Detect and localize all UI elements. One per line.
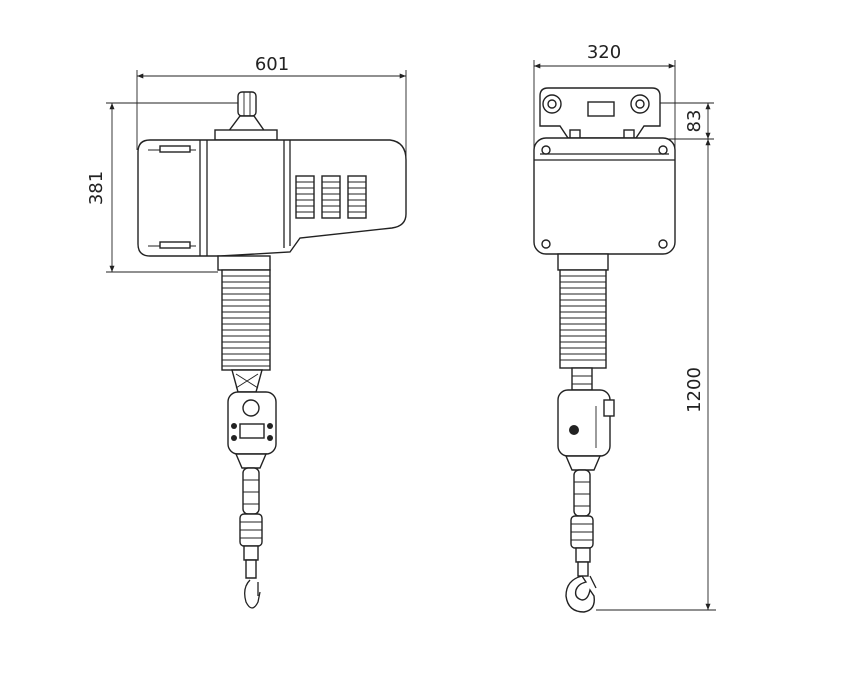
front-width-label: 320 <box>587 42 621 63</box>
hoist-housing-front <box>533 137 676 255</box>
dimension-total-height: 1200 <box>596 139 716 611</box>
hoist-housing-side <box>137 139 407 257</box>
dimension-front-width: 320 <box>533 42 676 150</box>
trolley-front <box>539 87 661 139</box>
trolley-height-label: 83 <box>684 110 705 133</box>
bellows-side <box>217 255 271 393</box>
hook-side <box>243 545 261 609</box>
cooling-vents <box>295 175 367 219</box>
total-height-label: 1200 <box>684 367 705 413</box>
side-height-label: 381 <box>86 171 107 205</box>
side-width-label: 601 <box>255 54 289 75</box>
control-handle-front <box>557 389 615 549</box>
dimension-side-height: 381 <box>86 102 243 273</box>
control-handle-side <box>227 391 277 547</box>
front-view: 320 83 1200 <box>533 42 716 613</box>
bellows-front <box>557 253 609 391</box>
dimension-side-width: 601 <box>136 54 407 160</box>
trolley-wheel <box>214 91 278 141</box>
hook-front <box>565 547 597 613</box>
side-view: 601 381 <box>86 54 407 609</box>
